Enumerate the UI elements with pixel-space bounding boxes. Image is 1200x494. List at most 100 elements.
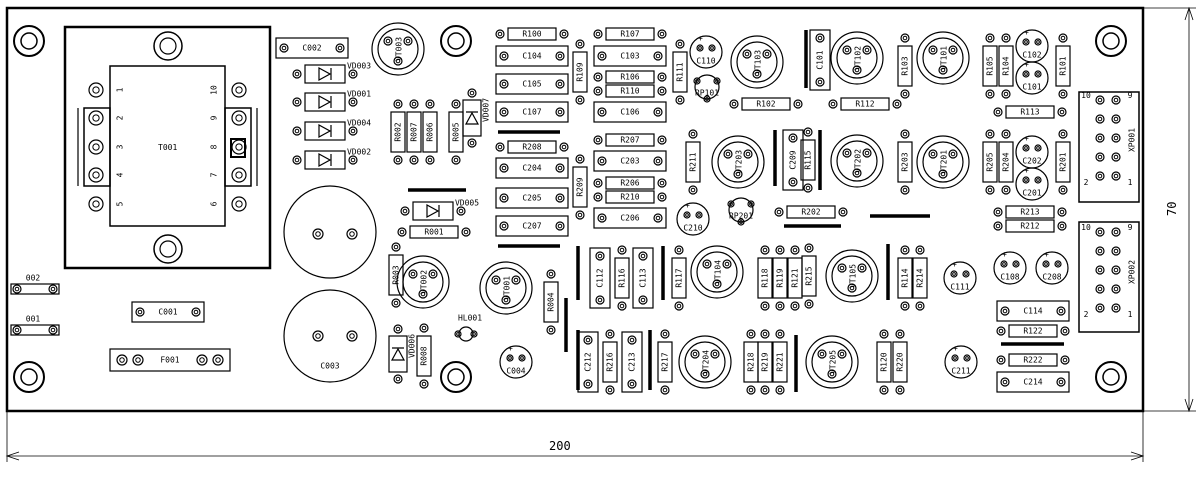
component-r221: R221 [772, 329, 788, 395]
component-r008: R008 [416, 323, 432, 389]
connector-outlines [1078, 91, 1140, 333]
component-vt103: VT103 [730, 35, 784, 89]
component-r006: R006 [422, 99, 438, 165]
component-c208: C208+ [1035, 250, 1069, 285]
svg-text:+: + [1024, 28, 1029, 37]
transformer-pin: 10 [210, 82, 247, 98]
svg-text:R120: R120 [880, 352, 889, 371]
transformer-pin: 5 [88, 196, 125, 212]
component-r219: R219 [757, 329, 773, 395]
svg-text:+: + [953, 344, 958, 353]
svg-text:VD005: VD005 [455, 199, 479, 208]
component-rp101: RP101 [693, 74, 721, 103]
svg-text:VT104: VT104 [714, 260, 723, 284]
component-vt003: VT003 [371, 22, 425, 76]
svg-text:C004: C004 [506, 367, 525, 376]
svg-text:R114: R114 [901, 268, 910, 287]
svg-text:10: 10 [210, 85, 219, 95]
transformer-pin: 1 [88, 82, 125, 98]
component-c114: C114 [996, 300, 1070, 322]
component-r007: R007 [406, 99, 422, 165]
component-r118: R118 [757, 245, 773, 311]
svg-text:VT201: VT201 [940, 150, 949, 174]
component-r209: R209 [572, 154, 588, 220]
svg-text:+: + [1024, 134, 1029, 143]
component-vt202: VT202 [830, 134, 884, 188]
svg-text:R002: R002 [394, 122, 403, 141]
component-vd002: VD002 [292, 148, 371, 170]
svg-text:R115: R115 [804, 150, 813, 169]
component-vd005: VD005 [400, 199, 479, 221]
component-vt002: VT002 [396, 255, 450, 309]
svg-text:R116: R116 [618, 268, 627, 287]
svg-text:F001: F001 [160, 356, 179, 365]
component-f001: F001 [109, 348, 231, 372]
component-vd007: VD007 [462, 88, 491, 148]
component-c205: C205 [495, 187, 569, 209]
svg-text:3: 3 [116, 144, 125, 149]
svg-text:R220: R220 [896, 352, 905, 371]
svg-text:C213: C213 [628, 352, 637, 371]
svg-text:R221: R221 [776, 352, 785, 371]
component-vt105: VT105 [825, 249, 879, 303]
transformer-pin: 8 [210, 139, 247, 155]
svg-text:R210: R210 [620, 193, 639, 202]
svg-text:R213: R213 [1020, 208, 1039, 217]
component-c105: C105 [495, 73, 569, 95]
transformer-label: T001 [158, 143, 177, 152]
svg-text:+: + [952, 260, 957, 269]
component-r119: R119 [772, 245, 788, 311]
svg-text:C003: C003 [320, 362, 339, 371]
svg-text:R206: R206 [620, 179, 639, 188]
svg-text:R121: R121 [791, 268, 800, 287]
svg-text:C001: C001 [158, 308, 177, 317]
component-002: 002 [10, 274, 60, 295]
component-vd001: VD001 [292, 90, 371, 112]
svg-text:R212: R212 [1020, 222, 1039, 231]
svg-text:XP001: XP001 [1128, 128, 1137, 152]
component-c103: C103 [593, 45, 667, 67]
svg-text:R215: R215 [805, 266, 814, 285]
svg-text:R103: R103 [901, 56, 910, 75]
svg-text:+: + [1024, 166, 1029, 175]
component-c113: C113 [632, 247, 654, 309]
svg-text:C211: C211 [951, 367, 970, 376]
svg-text:R222: R222 [1023, 356, 1042, 365]
svg-text:C207: C207 [522, 222, 541, 231]
component-c101: C101+ [1015, 60, 1049, 95]
svg-text:C214: C214 [1023, 378, 1042, 387]
svg-text:R106: R106 [620, 73, 639, 82]
board-outline [5, 6, 1145, 413]
svg-text:C103: C103 [620, 52, 639, 61]
component-hl001: HL001 [454, 314, 482, 342]
width-label: 200 [549, 439, 571, 453]
component-vt203: VT203 [711, 135, 765, 189]
component-c110: C110+ [689, 34, 723, 69]
component-c214: C214 [996, 371, 1070, 393]
component-r216: R216 [602, 329, 618, 395]
svg-text:+: + [508, 344, 513, 353]
svg-text:002: 002 [26, 274, 41, 283]
component-vd004: VD004 [292, 119, 371, 141]
component-r213: R213 [993, 205, 1067, 219]
svg-text:R204: R204 [1002, 152, 1011, 171]
svg-text:9: 9 [1128, 223, 1133, 232]
svg-text:R214: R214 [916, 268, 925, 287]
components-layer: C002VD003VD001VD004VD002VD005VD007VD006R… [10, 22, 1137, 395]
svg-text:VT102: VT102 [854, 46, 863, 70]
svg-text:RP101: RP101 [695, 89, 719, 98]
svg-text:2: 2 [116, 115, 125, 120]
svg-text:C106: C106 [620, 108, 639, 117]
svg-text:C202: C202 [1022, 157, 1041, 166]
svg-text:R122: R122 [1023, 327, 1042, 336]
dimension-height [1143, 6, 1196, 413]
svg-text:VD007: VD007 [482, 98, 491, 122]
svg-text:VT203: VT203 [735, 150, 744, 174]
component-r005: R005 [448, 99, 464, 165]
component-r220: R220 [892, 329, 908, 395]
component-r101: R101 [1055, 33, 1071, 99]
